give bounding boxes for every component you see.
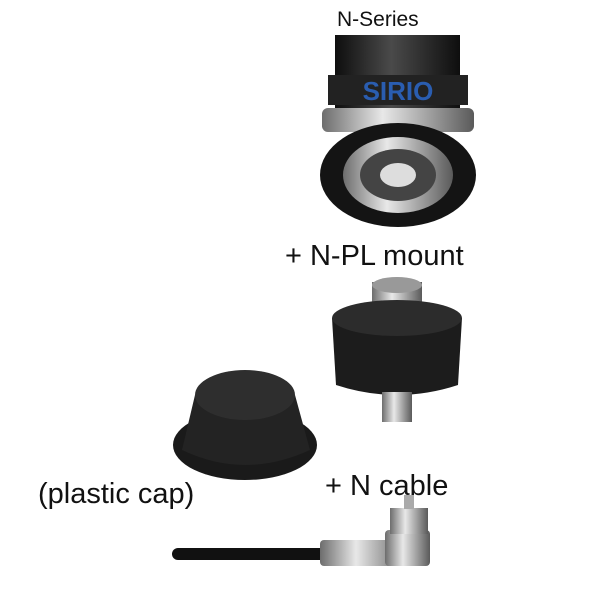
n-cable-label: + N cable (325, 470, 449, 502)
plastic-cap-label: (plastic cap) (38, 478, 195, 510)
n-cable (172, 495, 430, 566)
sirio-logo: SIRIO (363, 76, 434, 106)
n-series-label: N-Series (337, 8, 419, 31)
plastic-cap (173, 370, 317, 480)
n-pl-mount (332, 277, 462, 422)
n-series-connector: SIRIO (320, 35, 476, 227)
n-pl-mount-label: + N-PL mount (285, 240, 464, 272)
